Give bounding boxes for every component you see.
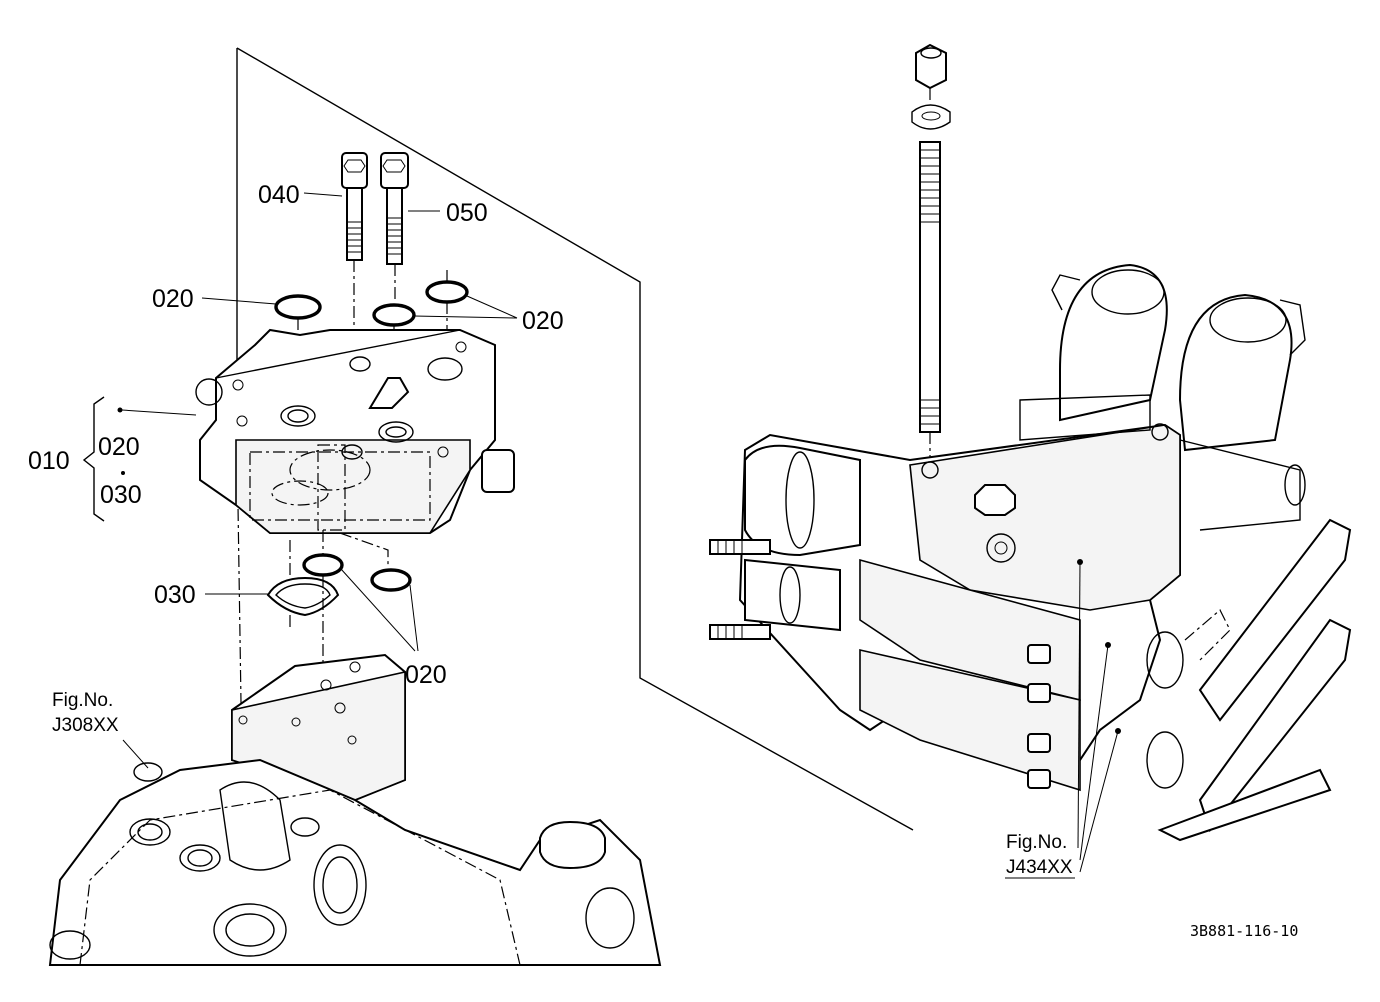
callout-030-gasket: 030: [154, 581, 196, 609]
control-valve-assembly: [709, 263, 1352, 842]
callout-020-right: 020: [522, 307, 564, 335]
callout-040: 040: [258, 181, 300, 209]
ref-right-code: J434XX: [1006, 857, 1073, 878]
ref-left-code: J308XX: [52, 715, 119, 736]
tie-bolt: [911, 43, 951, 462]
valve-cover-block: [195, 328, 515, 534]
cap-screw-050: [380, 152, 409, 300]
callout-030-kit: 030: [100, 481, 142, 509]
callout-020-bottom: 020: [405, 661, 447, 689]
ref-right-label: Fig.No.: [1006, 832, 1067, 853]
callout-020-left: 020: [152, 285, 194, 313]
callout-020-kit: 020: [98, 433, 140, 461]
mounting-base: [48, 653, 662, 966]
gasket-030: [266, 540, 340, 630]
kit-separator-dot: [121, 471, 125, 475]
ref-left-label: Fig.No.: [52, 690, 113, 711]
callout-010: 010: [28, 447, 70, 475]
drawing-number: 3B881-116-10: [1190, 922, 1298, 940]
callout-050: 050: [446, 199, 488, 227]
o-ring-lower-right: [339, 532, 412, 592]
leader-lines: [82, 192, 1119, 879]
